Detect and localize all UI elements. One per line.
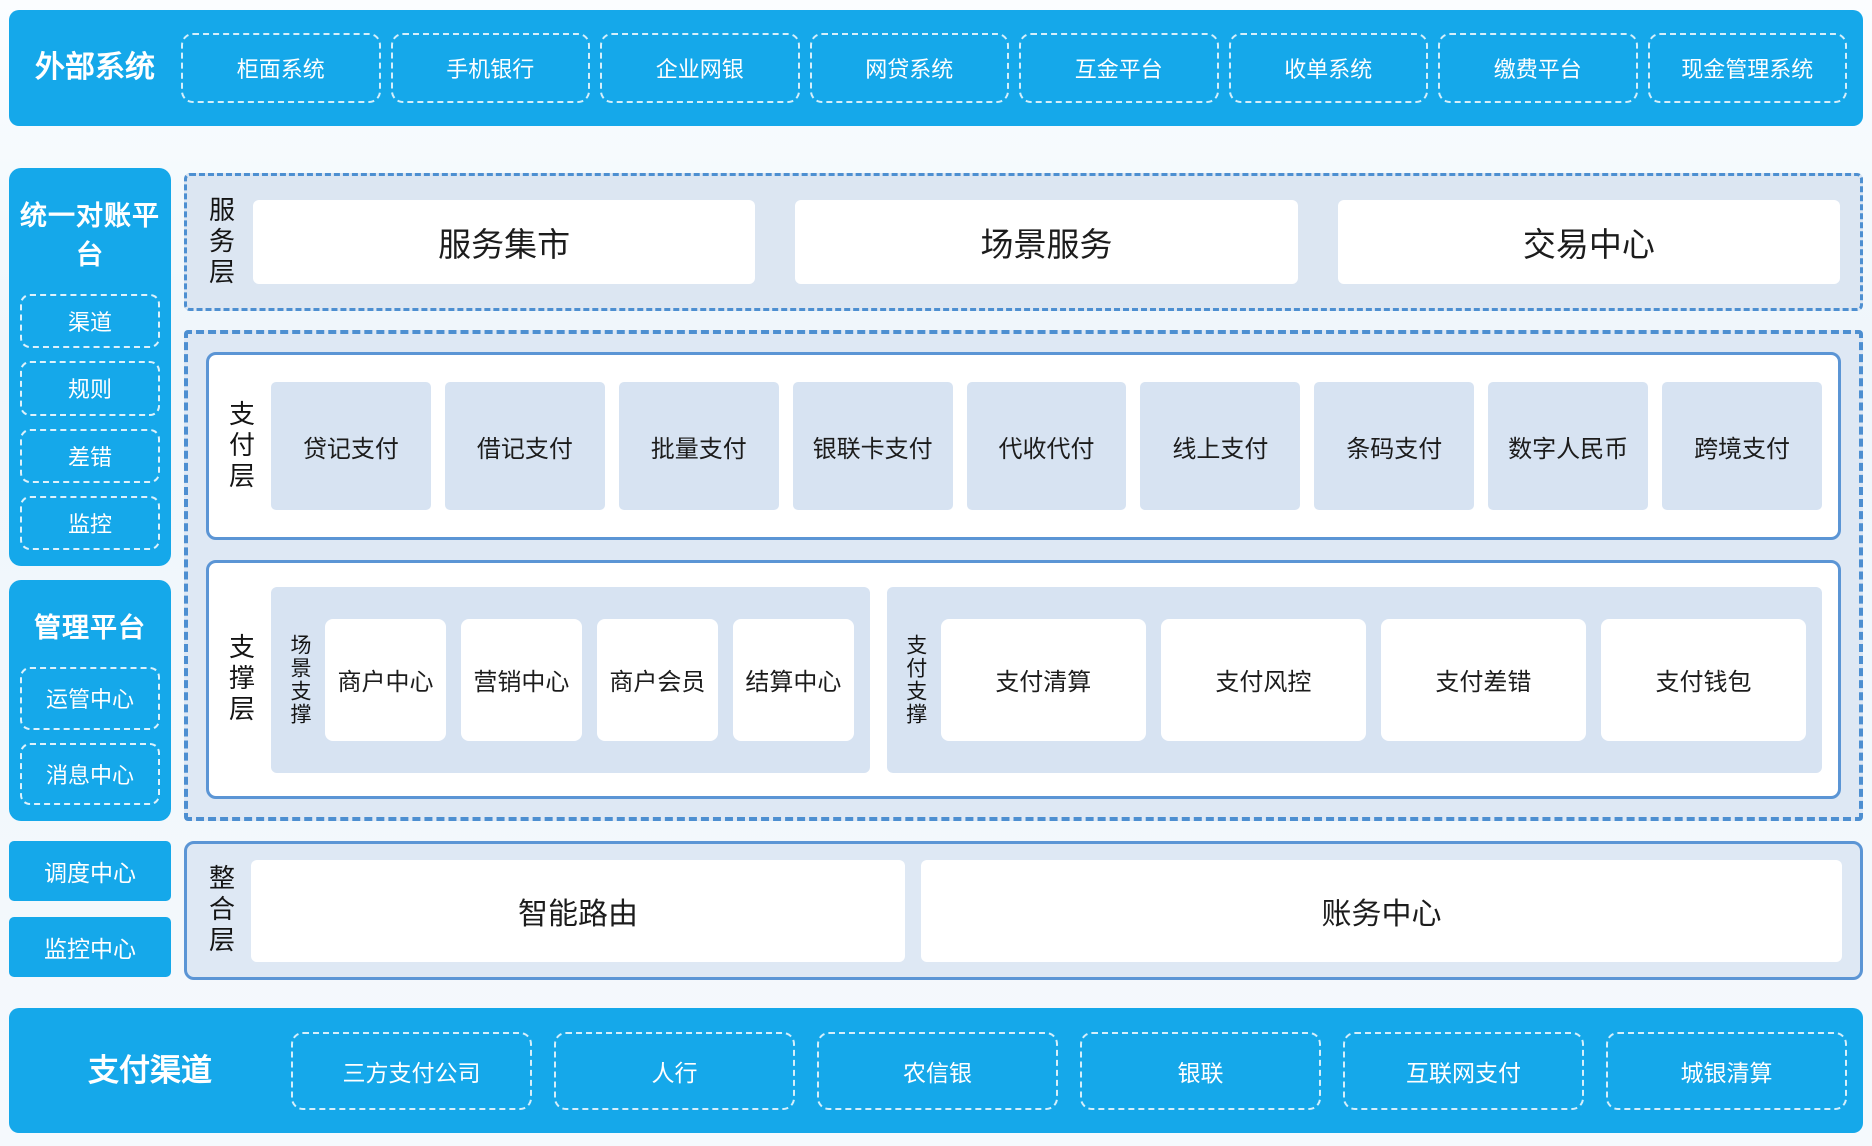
middle-region: 统一对账平台 渠道 规则 差错 监控 管理平台 运管中心 消息中心 调度中心 监… xyxy=(9,168,1863,980)
service-layer-container: 服务层 服务集市 场景服务 交易中心 xyxy=(184,173,1863,311)
payment-channels-items: 三方支付公司 人行 农信银 银联 互联网支付 城银清算 xyxy=(291,1031,1863,1110)
merchant-center-box: 商户中心 xyxy=(325,618,446,741)
management-item-operation-center: 运管中心 xyxy=(20,667,160,730)
cross-border-payment-box: 跨境支付 xyxy=(1662,382,1823,510)
external-system-acquiring: 收单系统 xyxy=(1228,33,1428,103)
scene-support-boxes: 商户中心 营销中心 商户会员 结算中心 xyxy=(325,618,854,741)
channel-pboc: 人行 xyxy=(554,1031,795,1110)
management-items: 运管中心 消息中心 xyxy=(20,667,160,805)
batch-payment-box: 批量支付 xyxy=(618,382,779,510)
main-column: 服务层 服务集市 场景服务 交易中心 支付层 贷记支付 借记支付 批量支付 银联… xyxy=(184,168,1863,980)
external-system-internet-finance: 互金平台 xyxy=(1019,33,1219,103)
smart-routing-box: 智能路由 xyxy=(251,859,905,962)
scene-support-label: 场景支撑 xyxy=(288,633,311,726)
reconciliation-platform-panel: 统一对账平台 渠道 规则 差错 监控 xyxy=(9,168,171,566)
payment-clearing-box: 支付清算 xyxy=(940,618,1146,741)
reconciliation-item-error: 差错 xyxy=(20,428,160,483)
payment-risk-control-box: 支付风控 xyxy=(1160,618,1366,741)
scene-support-group: 场景支撑 商户中心 营销中心 商户会员 结算中心 xyxy=(271,586,870,773)
external-system-bill-payment: 缴费平台 xyxy=(1438,33,1638,103)
payment-layer-label: 支付层 xyxy=(225,399,256,493)
accounting-center-box: 账务中心 xyxy=(920,859,1842,962)
core-layers-container: 支付层 贷记支付 借记支付 批量支付 银联卡支付 代收代付 线上支付 条码支付 … xyxy=(184,330,1863,821)
dispatch-center-block: 调度中心 xyxy=(9,841,171,901)
collection-payment-box: 代收代付 xyxy=(966,382,1127,510)
unionpay-card-payment-box: 银联卡支付 xyxy=(792,382,953,510)
payment-layer-panel: 支付层 贷记支付 借记支付 批量支付 银联卡支付 代收代付 线上支付 条码支付 … xyxy=(206,352,1841,540)
integration-layer-boxes: 智能路由 账务中心 xyxy=(251,859,1842,962)
external-systems-items: 柜面系统 手机银行 企业网银 网贷系统 互金平台 收单系统 缴费平台 现金管理系… xyxy=(181,33,1863,103)
transaction-center-box: 交易中心 xyxy=(1337,200,1840,284)
payment-support-boxes: 支付清算 支付风控 支付差错 支付钱包 xyxy=(940,618,1806,741)
service-market-box: 服务集市 xyxy=(253,200,756,284)
reconciliation-item-rules: 规则 xyxy=(20,361,160,416)
management-platform-title: 管理平台 xyxy=(34,613,146,643)
reconciliation-items: 渠道 规则 差错 监控 xyxy=(20,294,160,550)
external-system-counter: 柜面系统 xyxy=(181,33,381,103)
merchant-member-box: 商户会员 xyxy=(596,618,718,741)
integration-layer-container: 整合层 智能路由 账务中心 xyxy=(184,841,1863,980)
reconciliation-platform-title: 统一对账平台 xyxy=(20,201,160,270)
channel-city-bank-clearing: 城银清算 xyxy=(1606,1031,1847,1110)
channel-internet-payment: 互联网支付 xyxy=(1343,1031,1584,1110)
payment-error-box: 支付差错 xyxy=(1380,618,1586,741)
external-systems-banner: 外部系统 柜面系统 手机银行 企业网银 网贷系统 互金平台 收单系统 缴费平台 … xyxy=(9,10,1863,126)
monitor-center-block: 监控中心 xyxy=(9,917,171,977)
online-payment-box: 线上支付 xyxy=(1140,382,1301,510)
support-layer-label: 支撑层 xyxy=(225,633,256,726)
service-layer-label: 服务层 xyxy=(205,195,236,289)
external-system-online-loan: 网贷系统 xyxy=(809,33,1009,103)
payment-channels-title: 支付渠道 xyxy=(88,1053,212,1088)
external-system-corporate-ebank: 企业网银 xyxy=(600,33,800,103)
channel-unionpay: 银联 xyxy=(1080,1031,1321,1110)
payment-wallet-box: 支付钱包 xyxy=(1600,618,1806,741)
external-system-cash-management: 现金管理系统 xyxy=(1647,33,1847,103)
payment-support-label: 支付支撑 xyxy=(903,633,927,726)
support-layer-groups: 场景支撑 商户中心 营销中心 商户会员 结算中心 支付支撑 支付清算 支付风控 xyxy=(271,586,1822,773)
payment-layer-boxes: 贷记支付 借记支付 批量支付 银联卡支付 代收代付 线上支付 条码支付 数字人民… xyxy=(271,382,1823,510)
marketing-center-box: 营销中心 xyxy=(460,618,582,741)
service-layer-boxes: 服务集市 场景服务 交易中心 xyxy=(253,200,1840,284)
channel-third-party-payment: 三方支付公司 xyxy=(291,1031,532,1110)
reconciliation-item-channel: 渠道 xyxy=(20,294,160,349)
scene-service-box: 场景服务 xyxy=(795,200,1298,284)
integration-layer-label: 整合层 xyxy=(205,864,236,957)
reconciliation-item-monitor: 监控 xyxy=(20,495,160,550)
management-item-message-center: 消息中心 xyxy=(20,742,160,805)
debit-payment-box: 借记支付 xyxy=(444,382,605,510)
digital-rmb-box: 数字人民币 xyxy=(1488,382,1649,510)
payment-channels-banner: 支付渠道 三方支付公司 人行 农信银 银联 互联网支付 城银清算 xyxy=(9,1008,1863,1133)
credit-payment-box: 贷记支付 xyxy=(271,382,431,510)
payment-support-group: 支付支撑 支付清算 支付风控 支付差错 支付钱包 xyxy=(886,586,1822,773)
management-platform-panel: 管理平台 运管中心 消息中心 xyxy=(9,580,171,821)
barcode-payment-box: 条码支付 xyxy=(1314,382,1475,510)
left-column: 统一对账平台 渠道 规则 差错 监控 管理平台 运管中心 消息中心 调度中心 监… xyxy=(9,168,171,980)
support-layer-panel: 支撑层 场景支撑 商户中心 营销中心 商户会员 结算中心 支付支撑 xyxy=(206,560,1841,799)
channel-rural-credit-bank: 农信银 xyxy=(817,1031,1058,1110)
external-system-mobile-banking: 手机银行 xyxy=(390,33,590,103)
external-systems-title: 外部系统 xyxy=(35,51,155,84)
settlement-center-box: 结算中心 xyxy=(732,618,854,741)
